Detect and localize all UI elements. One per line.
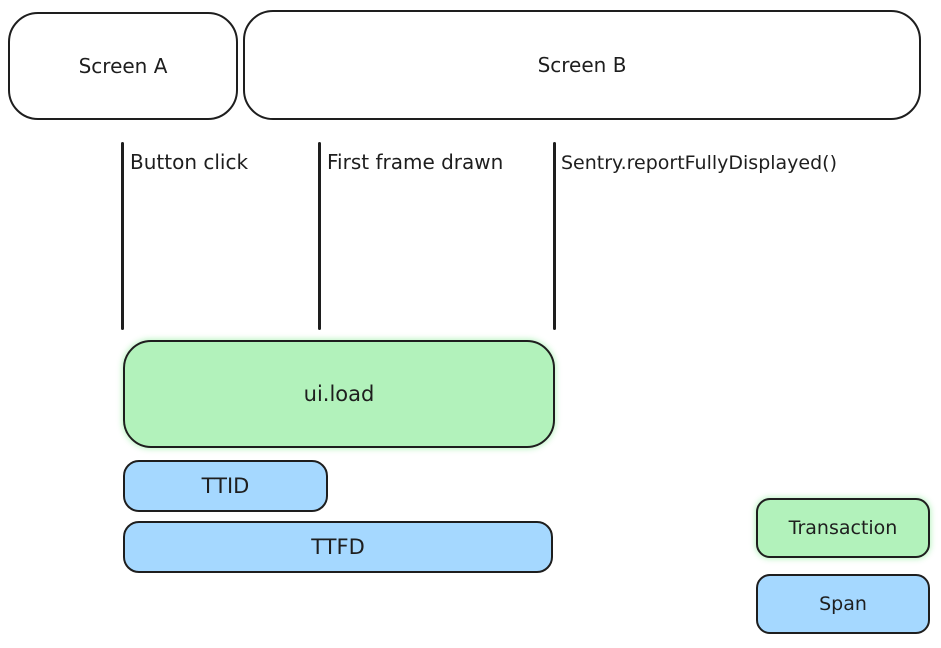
- legend-transaction-label: Transaction: [788, 517, 898, 539]
- legend-span-swatch: Span: [756, 574, 930, 634]
- report-fully-displayed-event-line: [553, 142, 556, 330]
- button-click-label: Button click: [130, 150, 249, 174]
- ttfd-span-bar: TTFD: [123, 521, 553, 573]
- first-frame-drawn-label: First frame drawn: [327, 150, 504, 174]
- legend-transaction-swatch: Transaction: [756, 498, 930, 558]
- screen-b-box: Screen B: [243, 10, 921, 120]
- ttid-label: TTID: [201, 474, 250, 498]
- screen-a-box: Screen A: [8, 12, 238, 120]
- first-frame-drawn-event-line: [318, 142, 321, 330]
- ui-load-transaction-bar: ui.load: [123, 340, 555, 448]
- ui-load-label: ui.load: [303, 382, 375, 406]
- report-fully-displayed-label: Sentry.reportFullyDisplayed(): [561, 152, 838, 174]
- button-click-event-line: [121, 142, 124, 330]
- legend-span-label: Span: [819, 593, 867, 615]
- ttfd-label: TTFD: [311, 535, 365, 559]
- screen-a-label: Screen A: [78, 54, 168, 78]
- screen-b-label: Screen B: [537, 53, 627, 77]
- ttid-span-bar: TTID: [123, 460, 328, 512]
